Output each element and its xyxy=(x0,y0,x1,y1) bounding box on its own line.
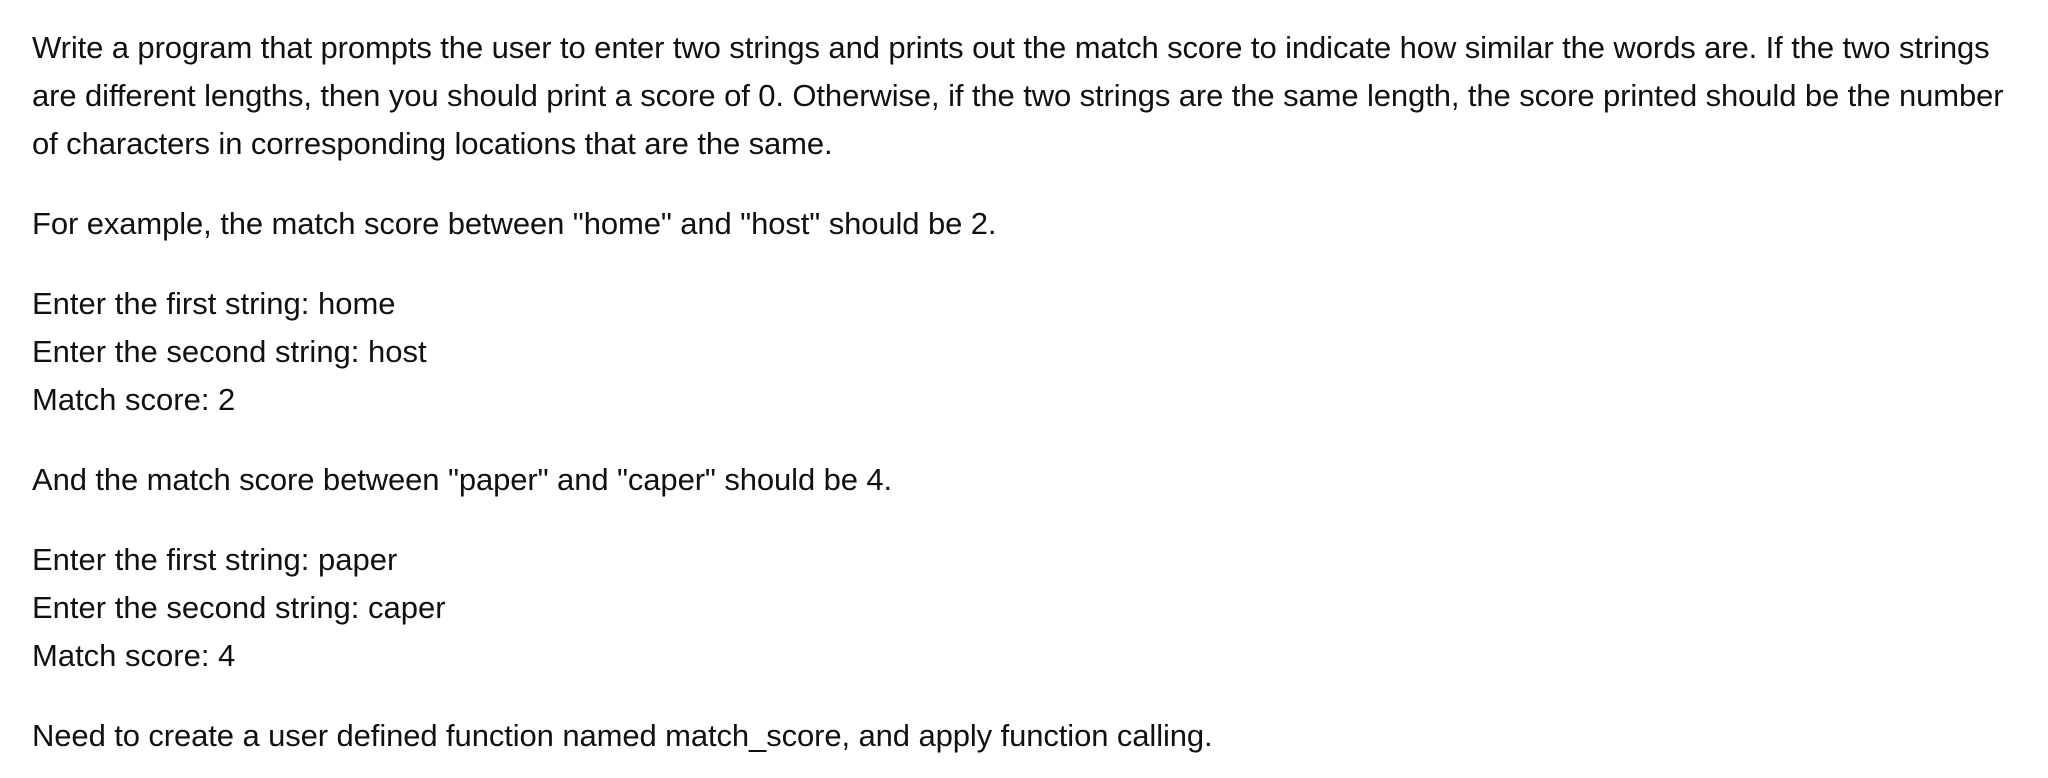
example-1-description: For example, the match score between "ho… xyxy=(32,206,997,241)
example-1-output: Enter the first string: home Enter the s… xyxy=(32,280,2016,424)
example-1-second-prompt: Enter the second string: host xyxy=(32,334,427,369)
example-2-second-prompt: Enter the second string: caper xyxy=(32,590,446,625)
problem-statement: Write a program that prompts the user to… xyxy=(32,30,2016,753)
example-2-first-prompt: Enter the first string: paper xyxy=(32,542,398,577)
example-2-match-score: Match score: 4 xyxy=(32,638,236,673)
example-2-description: And the match score between "paper" and … xyxy=(32,462,893,497)
example-2-output: Enter the first string: paper Enter the … xyxy=(32,536,2016,680)
example-1-first-prompt: Enter the first string: home xyxy=(32,286,396,321)
requirement-paragraph: Need to create a user defined function n… xyxy=(32,718,1213,753)
intro-paragraph: Write a program that prompts the user to… xyxy=(32,30,2004,161)
example-1-match-score: Match score: 2 xyxy=(32,382,236,417)
